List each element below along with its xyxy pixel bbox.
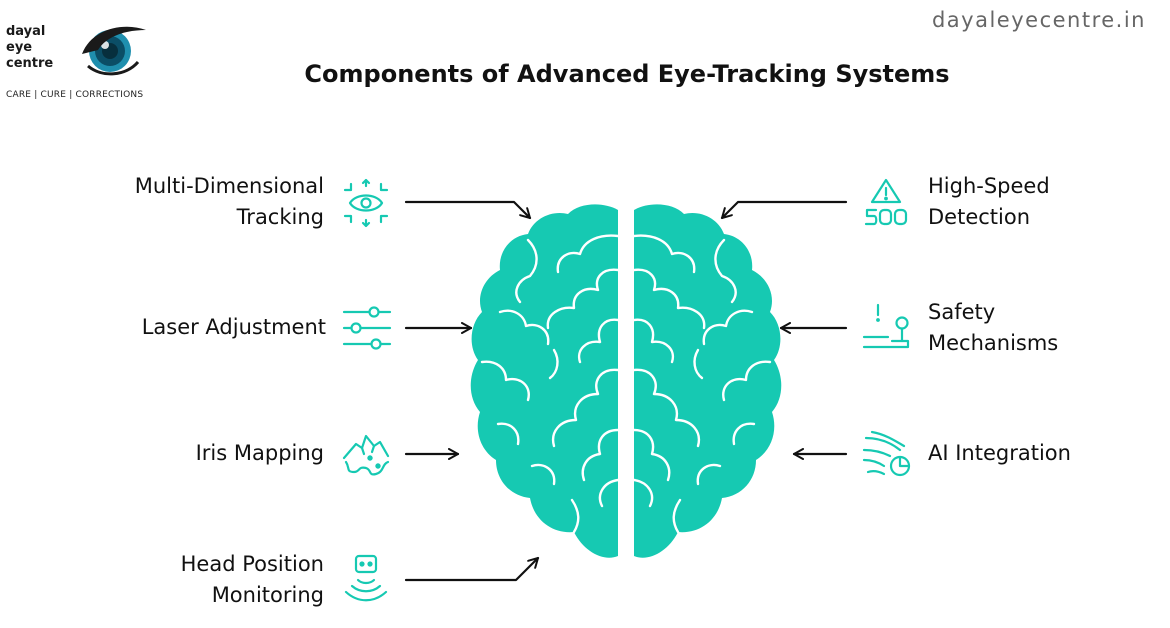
eye-tracking-arrows-icon xyxy=(343,178,389,228)
label-line: Mechanisms xyxy=(928,331,1059,355)
label-iris-mapping: Iris Mapping xyxy=(196,438,324,469)
label-multi-dimensional-tracking: Multi-Dimensional Tracking xyxy=(135,171,324,233)
brand-logo: dayal eye centre CARE | CURE | CORRECTIO… xyxy=(6,24,156,104)
label-line: Detection xyxy=(928,205,1031,229)
label-line: Head Position xyxy=(180,552,324,576)
website-url[interactable]: dayaleyecentre.in xyxy=(931,8,1146,32)
terrain-map-icon xyxy=(342,434,390,476)
logo-line: eye xyxy=(6,40,33,55)
label-laser-adjustment: Laser Adjustment xyxy=(142,312,326,343)
label-line: Safety xyxy=(928,300,996,324)
label-line: Multi-Dimensional xyxy=(134,174,324,198)
label-safety-mechanisms: Safety Mechanisms xyxy=(928,297,1058,359)
label-high-speed-detection: High-Speed Detection xyxy=(928,171,1050,233)
eye-logo-icon xyxy=(82,26,146,76)
ai-wind-gauge-icon xyxy=(862,430,911,477)
logo-wordmark: dayal eye centre xyxy=(6,24,53,72)
label-line: Laser Adjustment xyxy=(141,315,326,339)
label-line: Tracking xyxy=(236,205,324,229)
arrow-multi-dimensional-tracking xyxy=(404,200,532,220)
label-ai-integration: AI Integration xyxy=(928,438,1071,469)
logo-line: centre xyxy=(6,56,54,71)
label-line: High-Speed xyxy=(928,174,1050,198)
arrow-head-position-monitoring xyxy=(404,556,540,582)
emergency-lever-icon xyxy=(862,303,910,349)
logo-line: dayal xyxy=(6,24,46,39)
label-line: AI Integration xyxy=(928,441,1071,465)
sliders-icon xyxy=(342,306,392,350)
warning-speed-icon xyxy=(864,178,908,226)
arrow-high-speed-detection xyxy=(720,200,848,220)
head-signal-icon xyxy=(344,554,388,602)
label-line: Iris Mapping xyxy=(195,441,324,465)
logo-tagline: CARE | CURE | CORRECTIONS xyxy=(6,90,144,100)
brain-icon xyxy=(470,204,782,558)
page-title: Components of Advanced Eye-Tracking Syst… xyxy=(304,60,950,88)
label-line: Monitoring xyxy=(211,583,324,607)
label-head-position-monitoring: Head Position Monitoring xyxy=(181,549,324,611)
